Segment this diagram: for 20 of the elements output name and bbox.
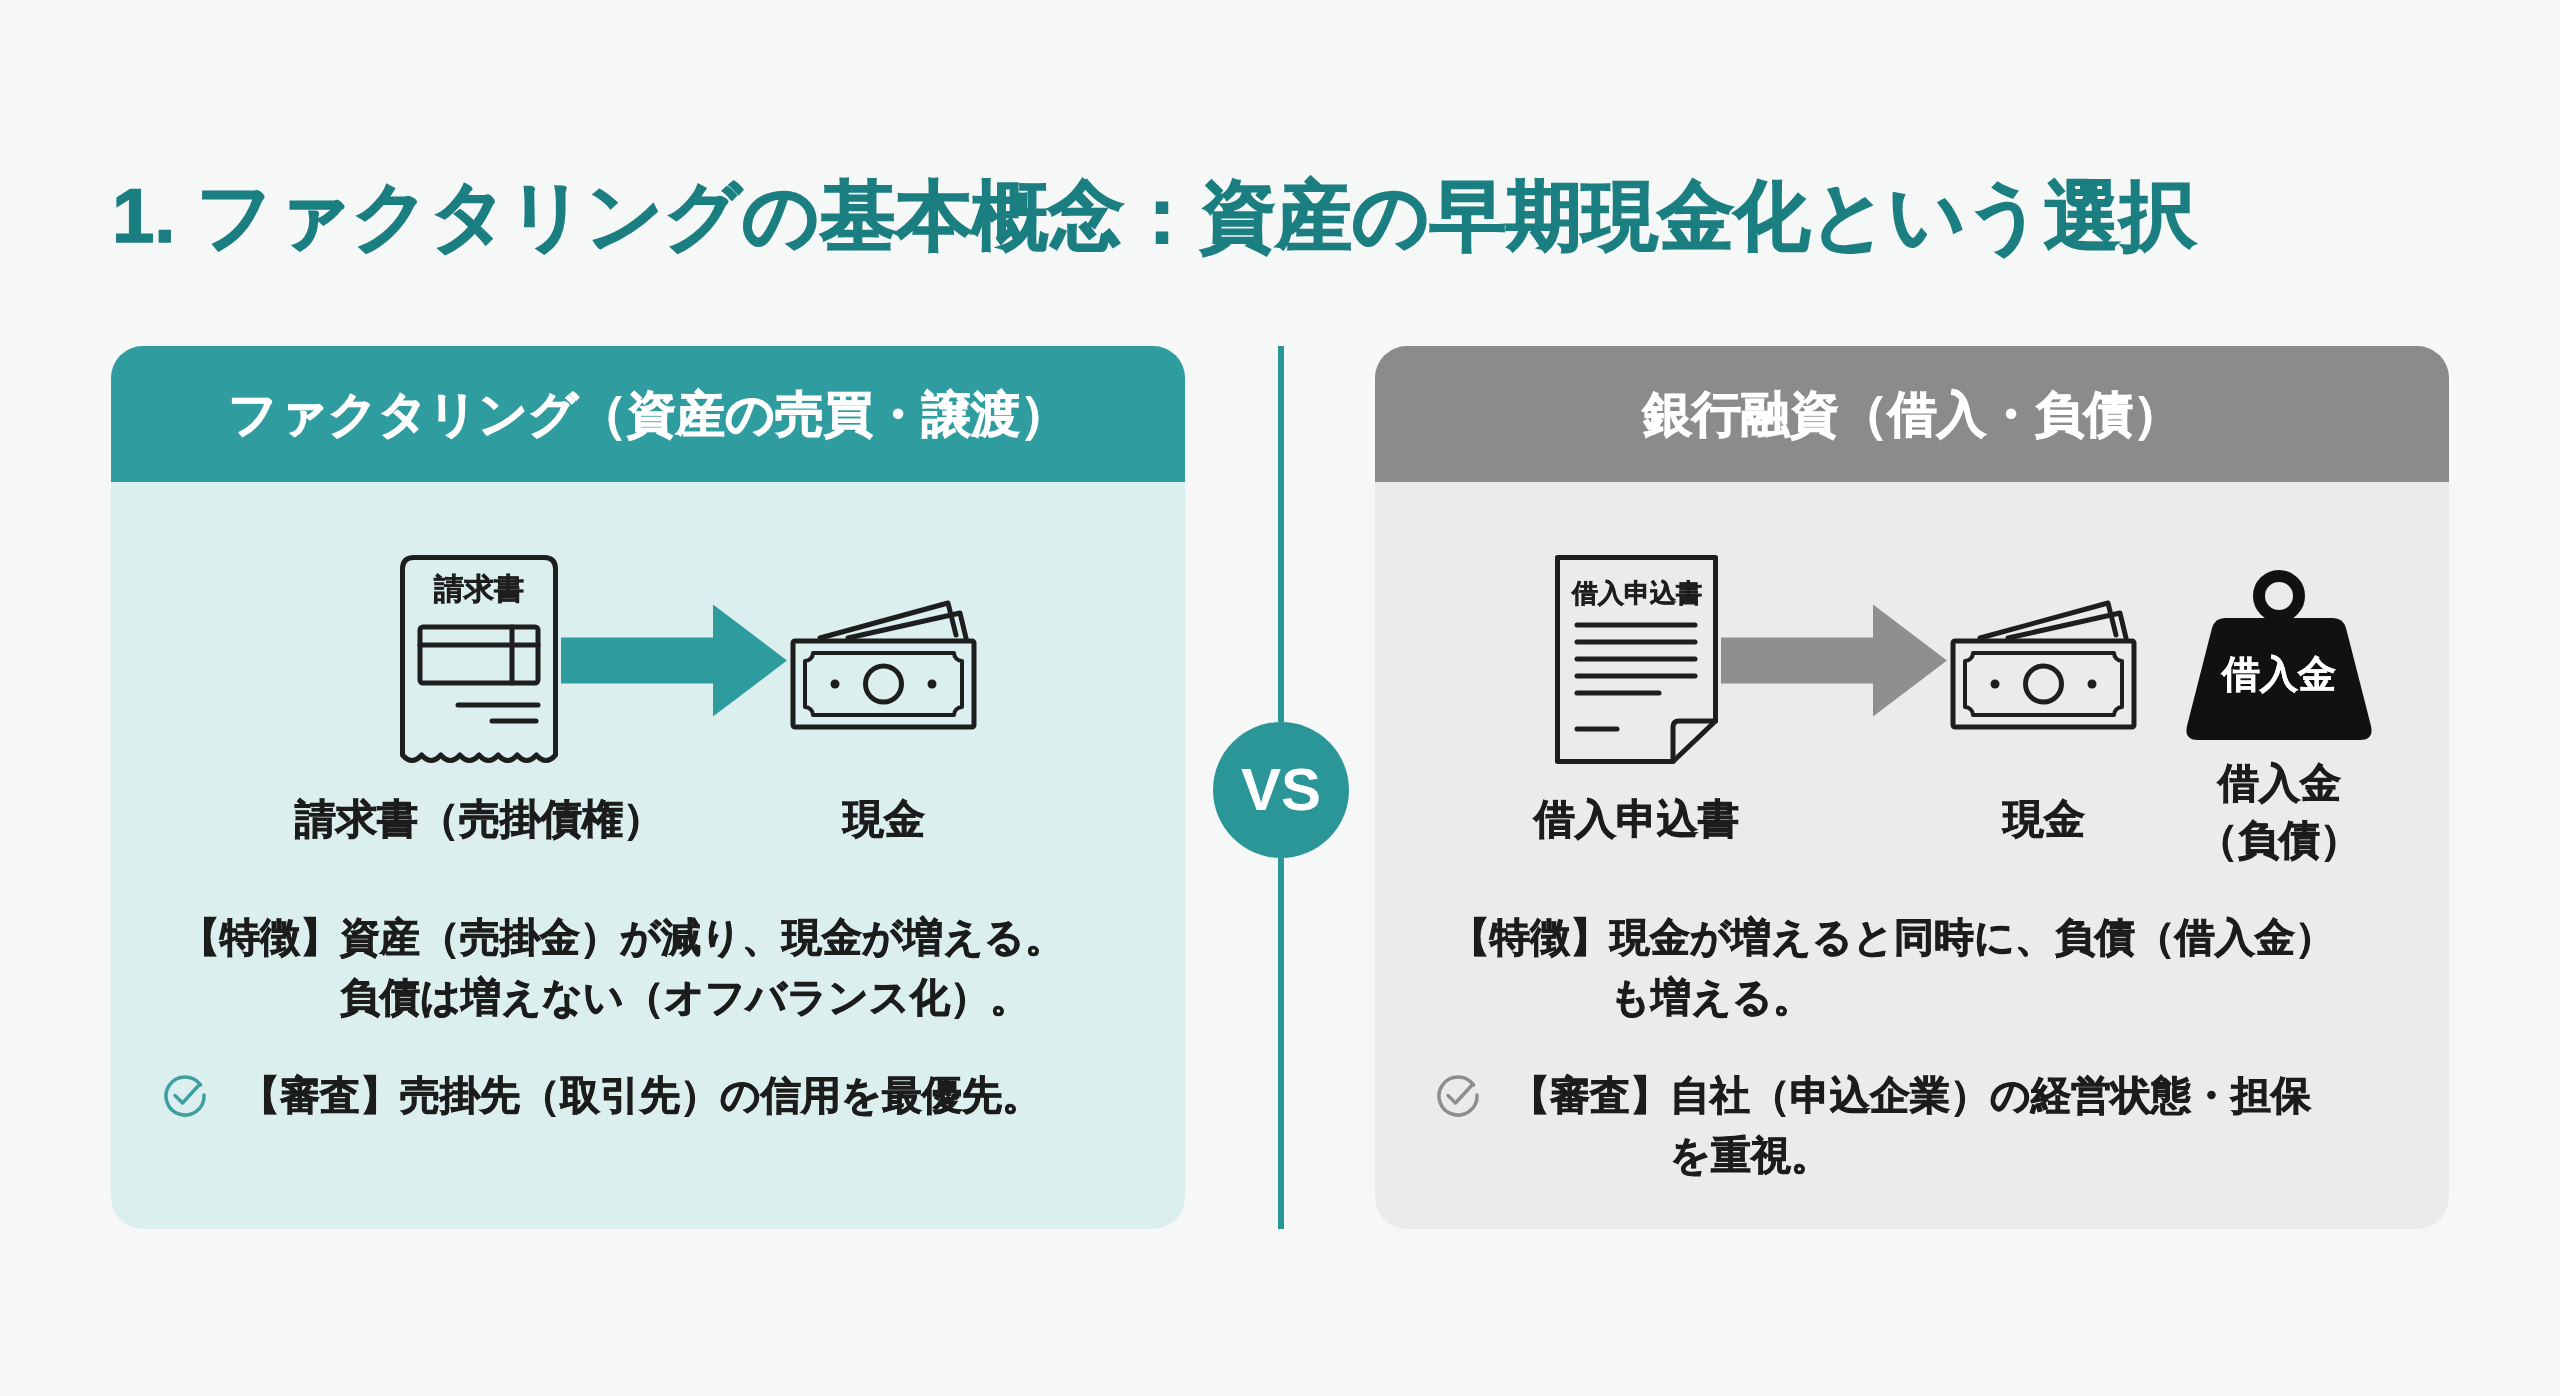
- screening-text: 【審査】自社（申込企業）の経営状態・担保を重視。: [1510, 1072, 2312, 1179]
- title: 1. ファクタリングの基本概念：資産の早期現金化という選択: [112, 172, 2197, 260]
- icon-caption: 借入金（負債）: [2196, 759, 2362, 865]
- document-title: 借入申込書: [1570, 577, 1703, 610]
- feature-text: 【特徴】資産（売掛金）が減り、現金が増える。負債は増えない（オフバランス化）。: [180, 914, 1066, 1021]
- weight-label: 借入金: [2220, 652, 2337, 697]
- panel-header: ファクタリング（資産の売買・譲渡）: [111, 346, 1185, 482]
- comparison-panel: [1375, 346, 2449, 1229]
- screening-text: 【審査】売掛先（取引先）の信用を最優先。: [240, 1072, 1043, 1119]
- icon-caption: 現金: [842, 795, 925, 844]
- comparison-panel: [111, 346, 1185, 1229]
- icon-caption: 請求書（売掛債権）: [294, 795, 664, 844]
- icon-caption: 現金: [2002, 795, 2085, 844]
- feature-text: 【特徴】現金が増えると同時に、負債（借入金）も増える。: [1450, 914, 2336, 1021]
- arrow: [1721, 604, 1947, 717]
- icon-caption: 借入申込書: [1534, 795, 1739, 844]
- arrow: [561, 604, 787, 717]
- vs-badge: VS: [1213, 722, 1349, 858]
- panel-header: 銀行融資（借入・負債）: [1375, 346, 2449, 482]
- document-title: 請求書: [433, 571, 525, 607]
